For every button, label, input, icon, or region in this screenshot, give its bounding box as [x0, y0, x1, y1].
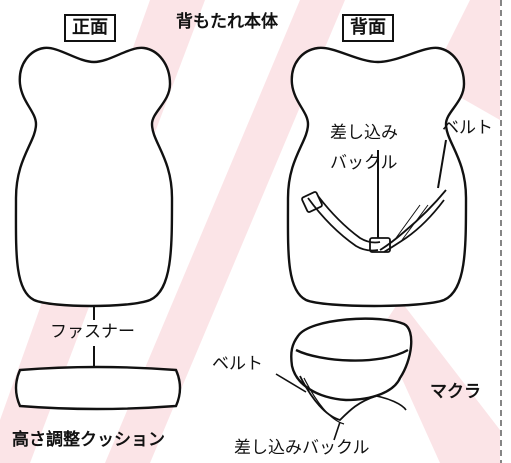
- back-backrest-outline: [286, 46, 468, 308]
- back-label: 背面: [342, 14, 394, 42]
- pillow-belt-leader: [275, 373, 307, 393]
- front-backrest-outline: [14, 46, 174, 308]
- makura-label: マクラ: [430, 382, 481, 402]
- pillow-outline: [290, 317, 413, 425]
- height-cushion-label: 高さ調整クッション: [12, 430, 165, 450]
- height-cushion-outline: [14, 365, 182, 411]
- insert-buckle-back-label: 差し込み バックル: [330, 123, 398, 173]
- back-belt: [301, 139, 447, 253]
- belt-pillow-label: ベルト: [212, 354, 263, 374]
- pillow-buckle-leader: [333, 421, 341, 441]
- belt-back-label: ベルト: [442, 118, 493, 138]
- front-label: 正面: [64, 14, 116, 42]
- fastener-label: ファスナー: [50, 322, 135, 342]
- main-body-label: 背もたれ本体: [176, 12, 278, 32]
- insert-buckle-pillow-label: 差し込みバックル: [234, 438, 370, 458]
